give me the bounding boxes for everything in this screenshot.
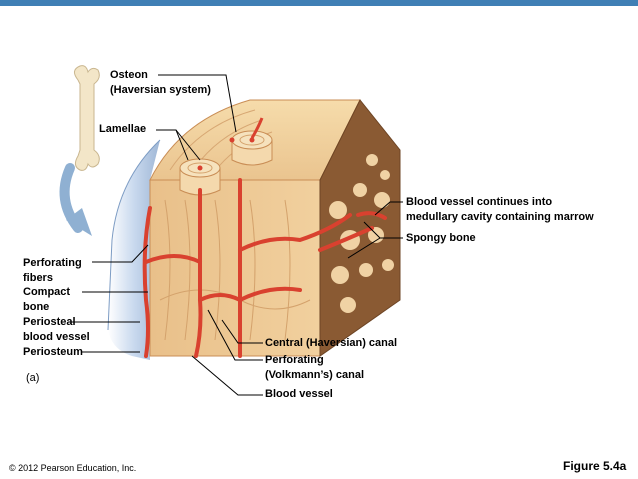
blood-vessels	[142, 178, 387, 358]
label-blood-vessel-continues: Blood vessel continues into medullary ca…	[406, 196, 594, 223]
label-periosteal-blood-vessel: Periosteal blood vessel	[23, 316, 90, 343]
top-accent-bar	[0, 0, 638, 6]
bone-front-face	[149, 179, 321, 357]
label-central-canal: Central (Haversian) canal	[265, 337, 398, 349]
label-perforating-canal: Perforating (Volkmann’s) canal	[265, 354, 365, 381]
label-osteon: Osteon (Haversian system)	[110, 69, 211, 96]
label-spongy-bone: Spongy bone	[406, 232, 476, 244]
label-perforating-fibers: Perforating fibers	[23, 257, 82, 284]
spongy-bone-region	[319, 99, 401, 357]
long-bone-icon	[74, 65, 100, 171]
figure-label: Figure 5.4a	[563, 459, 627, 473]
label-periosteum: Periosteum	[23, 346, 83, 358]
label-blood-vessel: Blood vessel	[265, 388, 333, 400]
label-lamellae: Lamellae	[99, 123, 147, 135]
label-compact-bone: Compact bone	[23, 286, 71, 313]
label-part-a: (a)	[26, 372, 40, 384]
leader-lines	[68, 74, 403, 396]
copyright-text: © 2012 Pearson Education, Inc.	[9, 463, 137, 473]
curved-arrow-icon	[59, 163, 92, 236]
osteon-cylinder	[179, 117, 273, 196]
